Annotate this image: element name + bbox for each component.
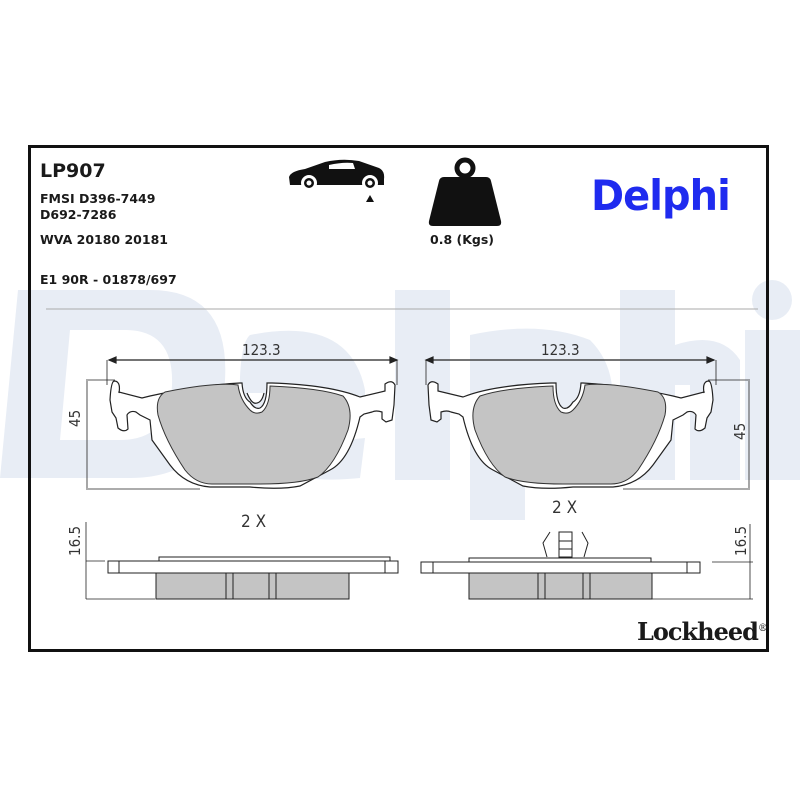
right-thickness-dimension: 16.5 bbox=[732, 525, 750, 556]
right-height-dimension: 45 bbox=[731, 422, 749, 440]
ece-approval: E1 90R - 01878/697 bbox=[40, 272, 177, 287]
right-pad-front-view bbox=[424, 356, 750, 490]
delphi-logo: Delphi bbox=[591, 171, 731, 220]
right-quantity: 2 X bbox=[552, 498, 578, 518]
product-code: LP907 bbox=[40, 160, 106, 182]
left-thickness-dimension: 16.5 bbox=[66, 525, 84, 556]
weight-icon bbox=[428, 157, 502, 226]
weight-label: 0.8 (Kgs) bbox=[430, 232, 494, 247]
fmsi-code-2: D692-7286 bbox=[40, 207, 117, 222]
wva-code: WVA 20180 20181 bbox=[40, 232, 168, 247]
right-pad-side-view bbox=[420, 524, 753, 600]
left-pad-side-view bbox=[85, 522, 399, 600]
right-width-dimension: 123.3 bbox=[541, 341, 580, 359]
registered-mark: ® bbox=[757, 623, 768, 634]
car-rear-axle-icon bbox=[289, 159, 385, 202]
fmsi-code: FMSI D396-7449 bbox=[40, 191, 156, 206]
drawing-frame bbox=[28, 145, 769, 652]
left-width-dimension: 123.3 bbox=[242, 341, 281, 359]
left-height-dimension: 45 bbox=[66, 409, 84, 427]
lockheed-text: Lockheed bbox=[637, 617, 759, 646]
left-quantity: 2 X bbox=[241, 512, 267, 532]
lockheed-logo: Lockheed® bbox=[637, 617, 768, 646]
left-pad-front-view bbox=[86, 356, 399, 490]
